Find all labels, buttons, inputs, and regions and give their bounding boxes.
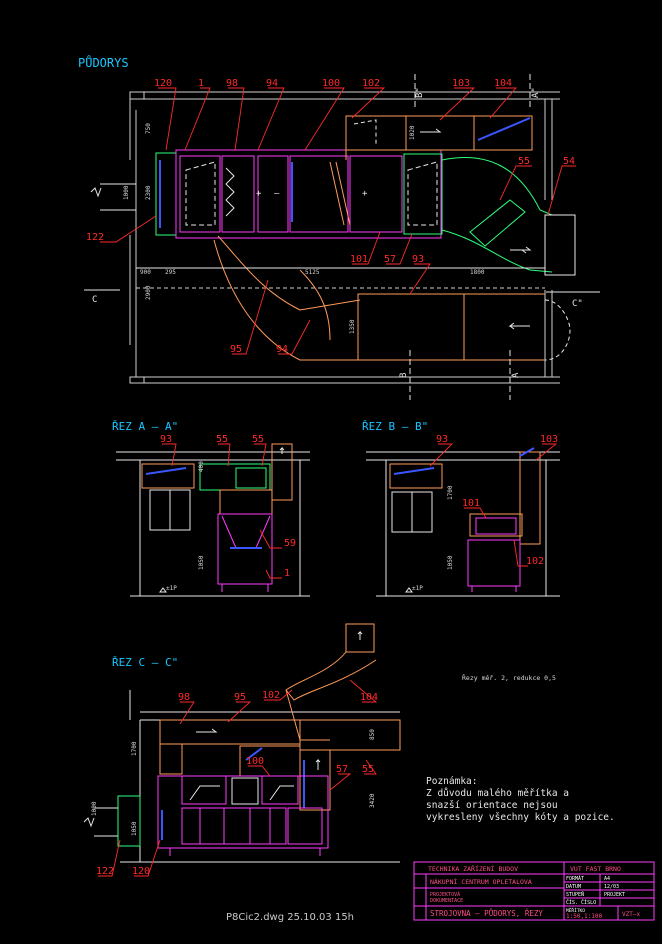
tb-project: NÁKUPNÍ CENTRUM OPLETALOVA [430,877,532,886]
section-c: ŘEZ C – C" Řezy měř. 2, redukce 0,5 [83,623,556,877]
dim-1000: 1000 [91,801,98,816]
ref-104: 104 [360,692,378,703]
dim-2900: 2900 [145,285,152,300]
section-a-title: ŘEZ A – A" [112,420,178,433]
note-line-1: Z důvodu malého měřítka a [426,788,569,799]
dim-5125: 5125 [305,269,320,276]
dim-1050: 1050 [447,555,454,570]
dim-1000: 1000 [123,185,130,200]
minus-sign: – [274,189,280,199]
marker-c: C [92,295,97,305]
note-line-2: snazší orientace nejsou [426,800,558,811]
ref-95: 95 [234,692,246,703]
ref-55: 55 [362,764,374,775]
dim-400: 400 [198,461,205,472]
ref-55: 55 [216,434,228,445]
tb-number-label: ČÍS. ČÍSLO [566,898,596,906]
dim-2300: 2300 [145,185,152,200]
plus-sign: + [256,189,262,199]
tb-office: VUT FAST BRNO [570,865,621,873]
marker-b2: B" [415,87,425,98]
dim-295: 295 [165,269,176,276]
ref-55: 55 [252,434,264,445]
dim-1050: 1050 [198,555,205,570]
ref-93: 93 [160,434,172,445]
ref-103: 103 [540,434,558,445]
ref-95: 95 [230,344,242,355]
ref-104: 104 [494,78,512,89]
ref-94: 94 [266,78,278,89]
section-b: ŘEZ B – B" 93 103 101 102 1700 1050 ±1P [362,420,560,597]
ref-55: 55 [518,156,530,167]
ref-93: 93 [412,254,424,265]
tb-format-value: A4 [604,876,610,882]
note-block: Poznámka: Z důvodu malého měřítka a snaz… [426,776,615,823]
tb-date-value: 12/03 [604,884,619,890]
ref-101: 101 [462,498,480,509]
tb-scale-value: 1:50,1:100 [566,913,603,920]
plan-view: PŮDORYS + – + [78,55,600,400]
ref-59: 59 [284,538,296,549]
ref-122: 122 [86,232,104,243]
ref-1: 1 [198,78,204,89]
tb-phase-a: PROJEKTOVÁ [430,891,460,898]
marker-b: B [399,373,409,378]
ref-54: 54 [563,156,575,167]
ref-102: 102 [262,690,280,701]
section-a: ŘEZ A – A" 93 55 55 59 1 400 1050 ±1P [112,420,310,597]
tb-stage-value: PROJEKT [604,892,625,898]
ref-100: 100 [246,756,264,767]
marker-a: A [511,372,521,378]
dim-1700: 1700 [447,485,454,500]
note-line-3: vykresleny všechny kóty a pozice. [426,812,615,823]
marker-a2: A" [531,87,541,98]
dim-1800: 1800 [470,269,485,276]
ref-103: 103 [452,78,470,89]
plus-sign: + [362,189,368,199]
tb-scale-label: MĚŘÍTKO [566,906,585,914]
level-mark: ±1P [412,585,423,592]
file-name: P8Cic2.dwg 25.10.03 15h [226,912,354,923]
dim-900: 900 [140,269,151,276]
dim-3420: 3420 [369,793,376,808]
tb-phase-b: DOKUMENTACE [430,898,463,904]
marker-c2: C" [572,299,583,309]
tb-drawing: STROJOVNA – PŮDORYS, ŘEZY [430,909,543,918]
title-block: TECHNIKA ZAŘÍZENÍ BUDOV VUT FAST BRNO NÁ… [413,861,655,921]
tb-sheet: VZT–x [622,911,640,918]
dim-750: 750 [145,123,152,134]
section-b-title: ŘEZ B – B" [362,420,428,433]
tb-company: TECHNIKA ZAŘÍZENÍ BUDOV [428,864,518,873]
ref-120: 120 [132,866,150,877]
ref-98: 98 [226,78,238,89]
ref-98: 98 [178,692,190,703]
dim-850: 850 [369,729,376,740]
ref-102: 102 [526,556,544,567]
note-heading: Poznámka: [426,776,477,787]
ref-120: 120 [154,78,172,89]
ref-57: 57 [336,764,348,775]
ref-93: 93 [436,434,448,445]
ref-122: 122 [96,866,114,877]
section-c-title: ŘEZ C – C" [112,656,178,669]
tb-date-label: DATUM [566,884,581,890]
dim-1050: 1050 [131,821,138,836]
scale-note: Řezy měř. 2, redukce 0,5 [462,673,556,682]
dim-1350: 1350 [349,319,356,334]
level-mark: ±1P [166,585,177,592]
dim-1700: 1700 [131,741,138,756]
dim-1020: 1020 [409,125,416,140]
tb-stage-label: STUPEŇ [566,891,584,898]
ref-102: 102 [362,78,380,89]
ref-94: 94 [276,344,288,355]
ref-1: 1 [284,568,290,579]
ref-57: 57 [384,254,396,265]
ref-100: 100 [322,78,340,89]
tb-format-label: FORMÁT [566,875,584,882]
plan-title: PŮDORYS [78,55,129,70]
ref-101: 101 [350,254,368,265]
